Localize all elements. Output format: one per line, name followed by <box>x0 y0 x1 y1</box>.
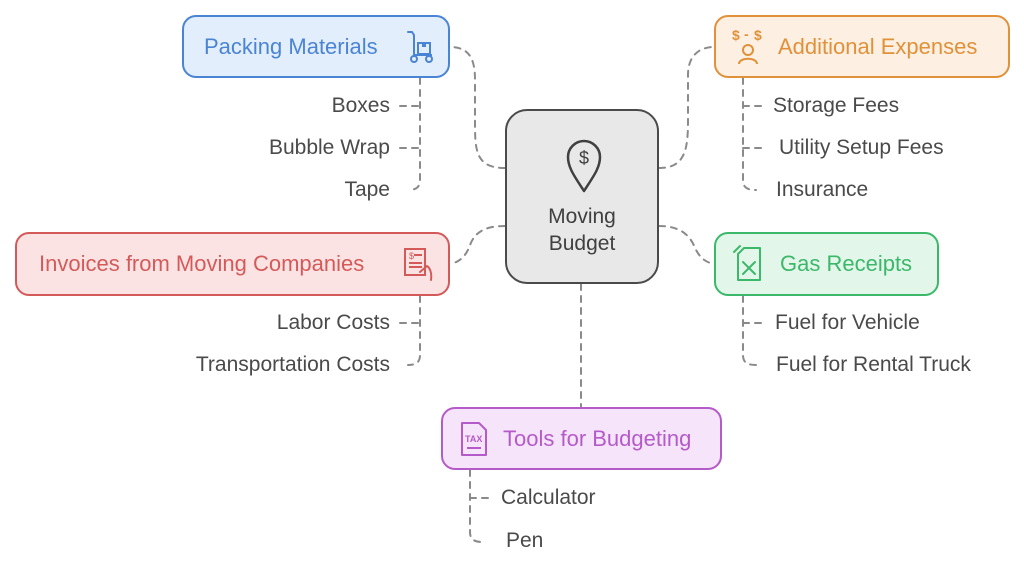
node-gas-receipts: Gas Receipts <box>714 232 939 296</box>
connector-invoices-leaves <box>407 295 421 366</box>
leaf-pen: Pen <box>506 529 544 552</box>
connector-additional <box>658 46 715 169</box>
center-title-line2: Budget <box>548 232 616 255</box>
leaf-tape: Tape <box>344 178 390 201</box>
money-person-icon: $ - $ <box>732 26 762 65</box>
node-packing-materials: Packing Materials <box>182 15 450 78</box>
svg-text:$: $ <box>754 27 762 43</box>
gas-receipts-label: Gas Receipts <box>780 251 913 276</box>
node-additional-expenses: $ - $ Additional Expenses <box>714 15 1010 78</box>
connector-gas <box>658 225 715 265</box>
leaf-bubble-wrap: Bubble Wrap <box>268 136 390 159</box>
svg-text:$: $ <box>732 27 740 43</box>
leaf-calculator: Calculator <box>501 486 596 509</box>
node-invoices: Invoices from Moving Companies $ <box>15 232 450 296</box>
leaf-storage-fees: Storage Fees <box>773 94 900 117</box>
packing-materials-label: Packing Materials <box>204 33 378 59</box>
connector-gas-leaves <box>742 295 757 366</box>
invoice-icon: $ <box>404 248 433 281</box>
leaf-utility-setup-fees: Utility Setup Fees <box>779 136 944 159</box>
leaf-fuel-for-vehicle: Fuel for Vehicle <box>775 311 920 334</box>
node-tools-for-budgeting: TAX Tools for Budgeting <box>441 407 722 470</box>
fuel-can-icon <box>733 245 761 281</box>
map-pin-dollar-icon: $ <box>566 139 602 193</box>
connector-packing <box>449 46 506 169</box>
leaf-boxes: Boxes <box>331 94 390 117</box>
center-node: $ Moving Budget <box>505 109 659 284</box>
invoices-label: Invoices from Moving Companies <box>39 251 365 276</box>
leaf-labor-costs: Labor Costs <box>276 311 390 334</box>
connector-packing-leaves <box>407 77 421 191</box>
hand-truck-icon <box>407 31 433 63</box>
svg-text:$: $ <box>579 148 589 168</box>
svg-text:-: - <box>744 26 749 42</box>
leaf-fuel-for-rental-truck: Fuel for Rental Truck <box>776 353 971 376</box>
connector-tools-leaves <box>469 469 484 543</box>
leaf-insurance: Insurance <box>776 178 869 201</box>
leaf-transportation-costs: Transportation Costs <box>195 353 390 376</box>
svg-text:$: $ <box>409 251 414 261</box>
tax-document-icon: TAX <box>461 422 487 456</box>
connector-invoices <box>449 225 506 265</box>
additional-expenses-label: Additional Expenses <box>778 33 978 59</box>
svg-text:TAX: TAX <box>465 434 482 444</box>
tools-for-budgeting-label: Tools for Budgeting <box>503 425 692 451</box>
center-title-line1: Moving <box>548 205 616 228</box>
connector-additional-leaves <box>742 77 757 191</box>
